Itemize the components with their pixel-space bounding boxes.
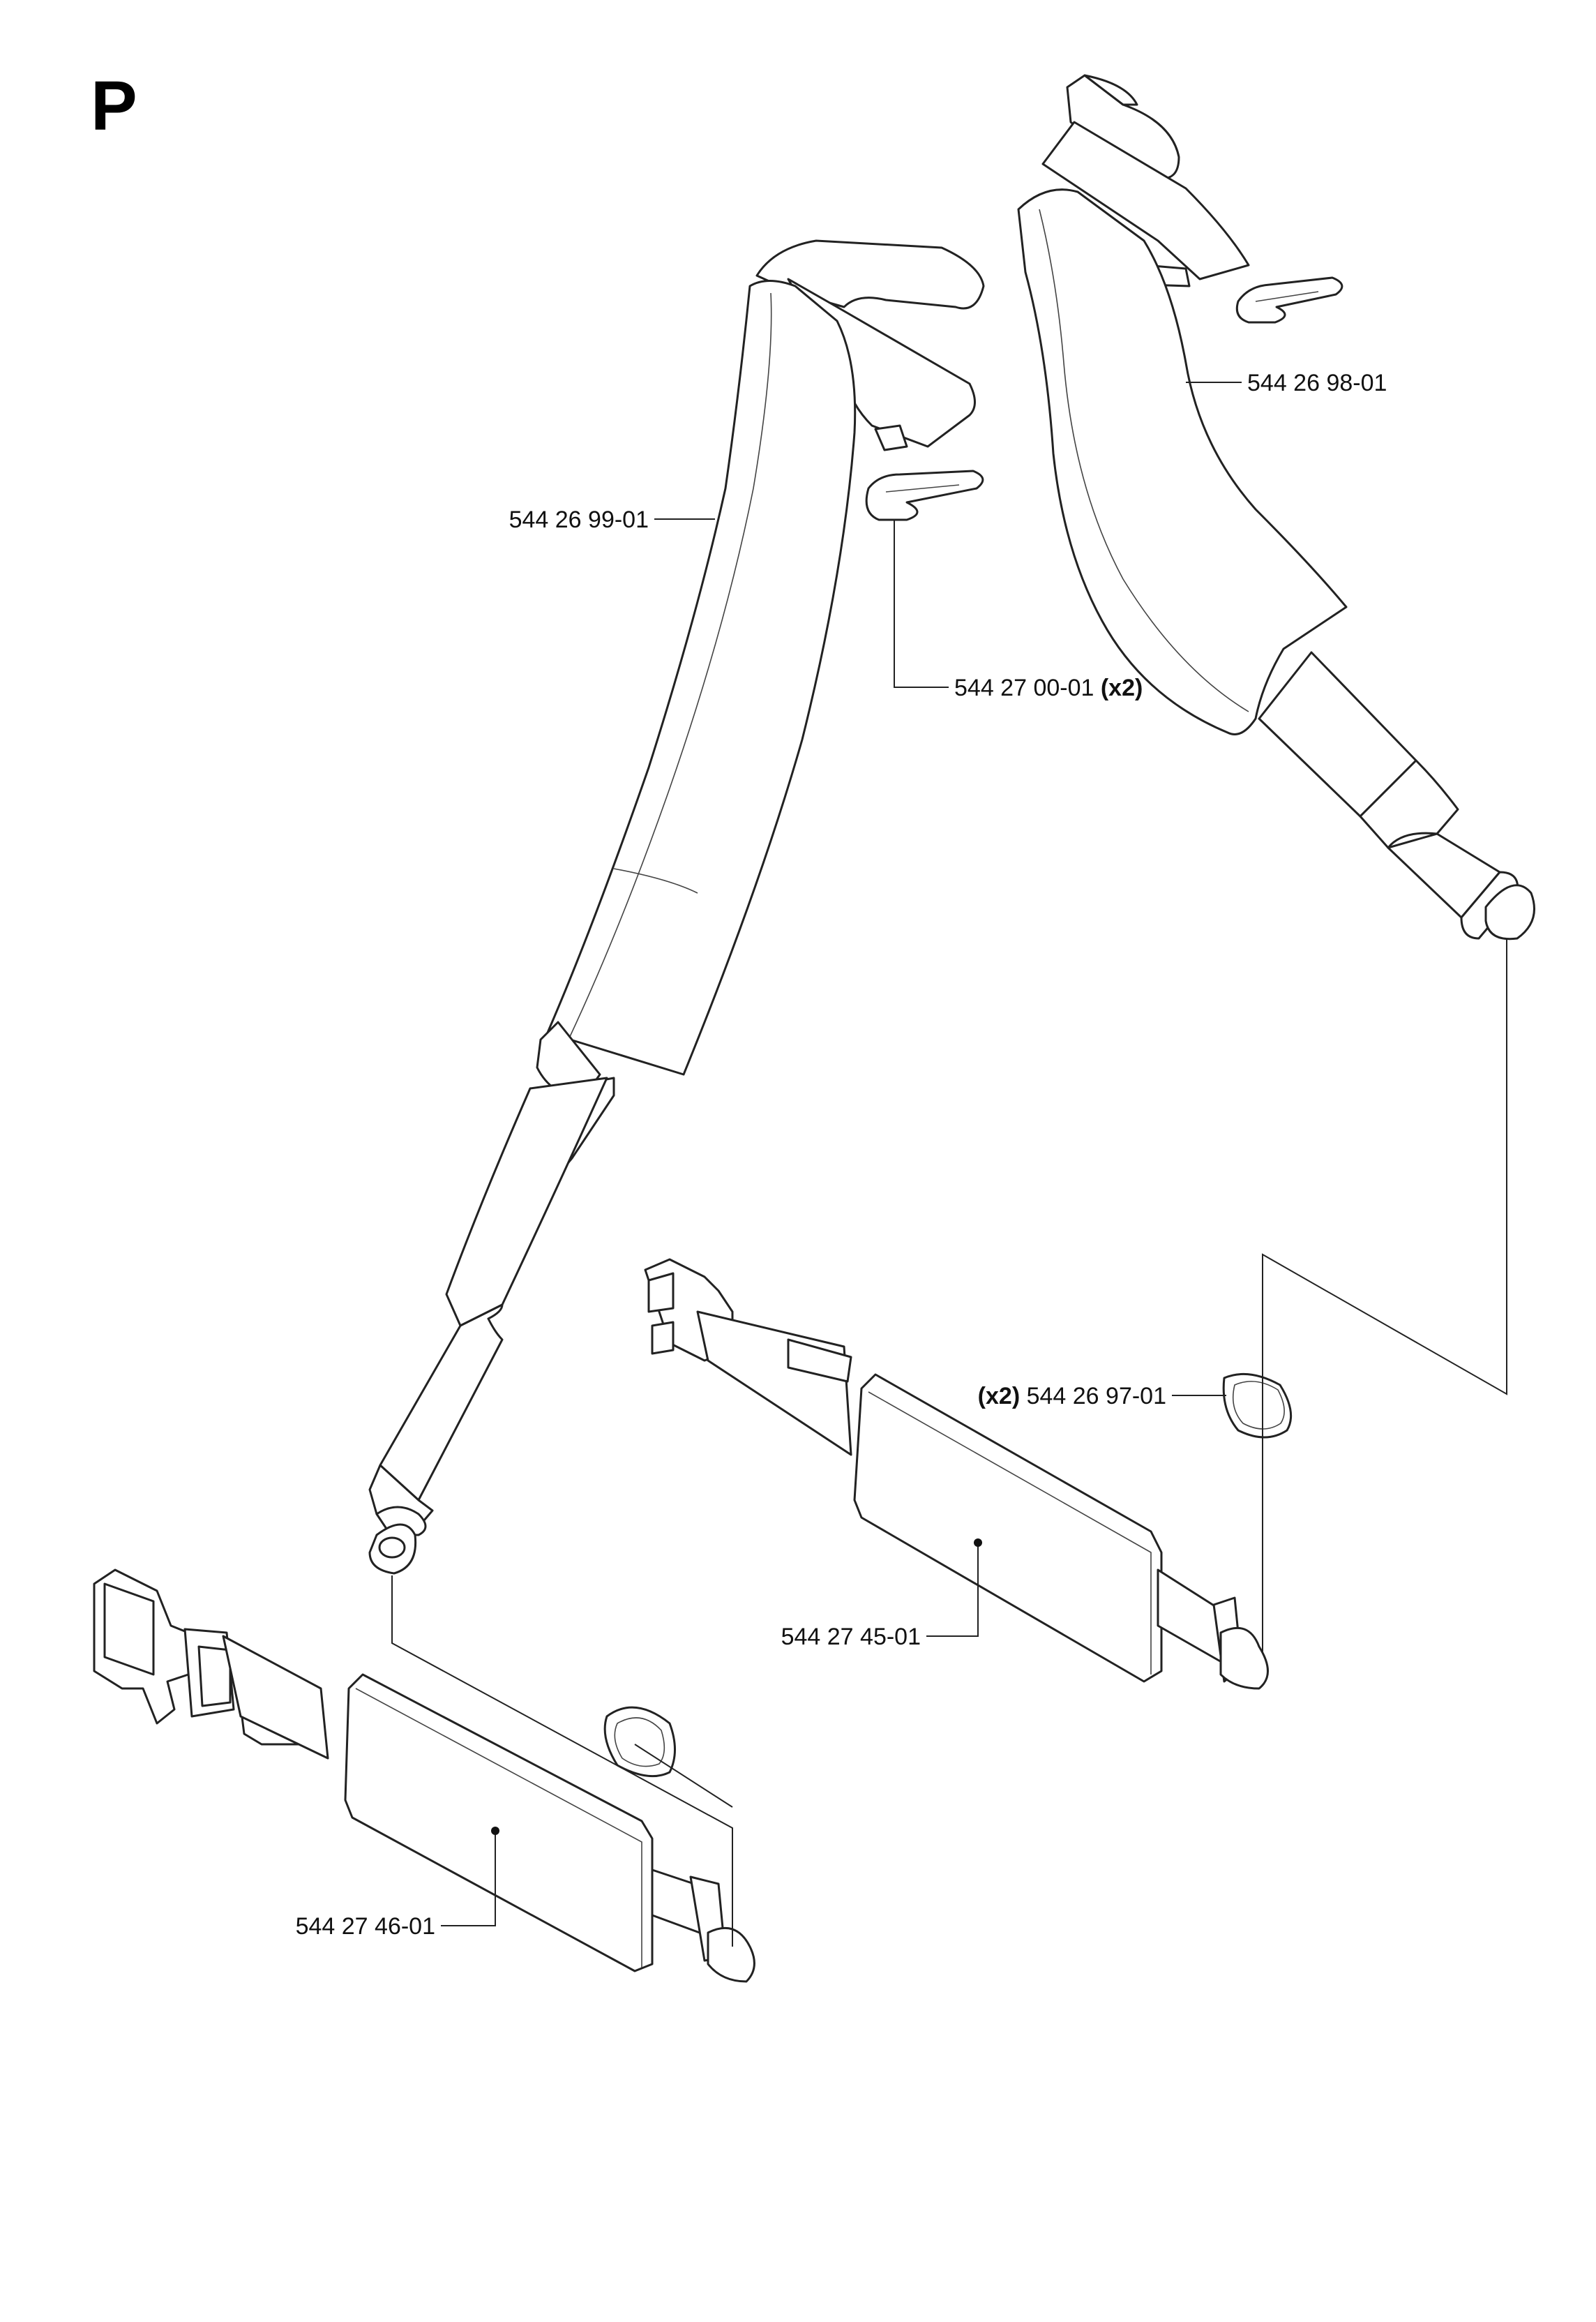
callout-544-27-46-01: 544 27 46-01 [296,1913,435,1940]
hip-pad-left-part [93,1568,755,1983]
callout-544-26-97-01: (x2) 544 26 97-01 [978,1383,1166,1409]
assembly-lines [391,938,1507,1947]
callout-544-26-98-01: 544 26 98-01 [1247,370,1387,396]
callout-544-27-45-01: 544 27 45-01 [781,1624,921,1650]
callout-leaders [441,382,1242,1926]
qty-badge: (x2) [1101,675,1143,701]
hip-pad-right-part [644,1258,1269,1690]
strap-clip-part-2 [1235,276,1343,324]
callout-544-27-00-01: 544 27 00-01 (x2) [954,675,1143,701]
section-letter: P [91,67,137,145]
shoulder-strap-left-part [368,239,985,1575]
qty-badge: (x2) [978,1383,1020,1409]
strap-clip-part [865,470,984,521]
d-ring-part [1222,1372,1293,1439]
callout-544-26-99-01: 544 26 99-01 [509,507,649,533]
shoulder-strap-right-part [1017,74,1535,941]
